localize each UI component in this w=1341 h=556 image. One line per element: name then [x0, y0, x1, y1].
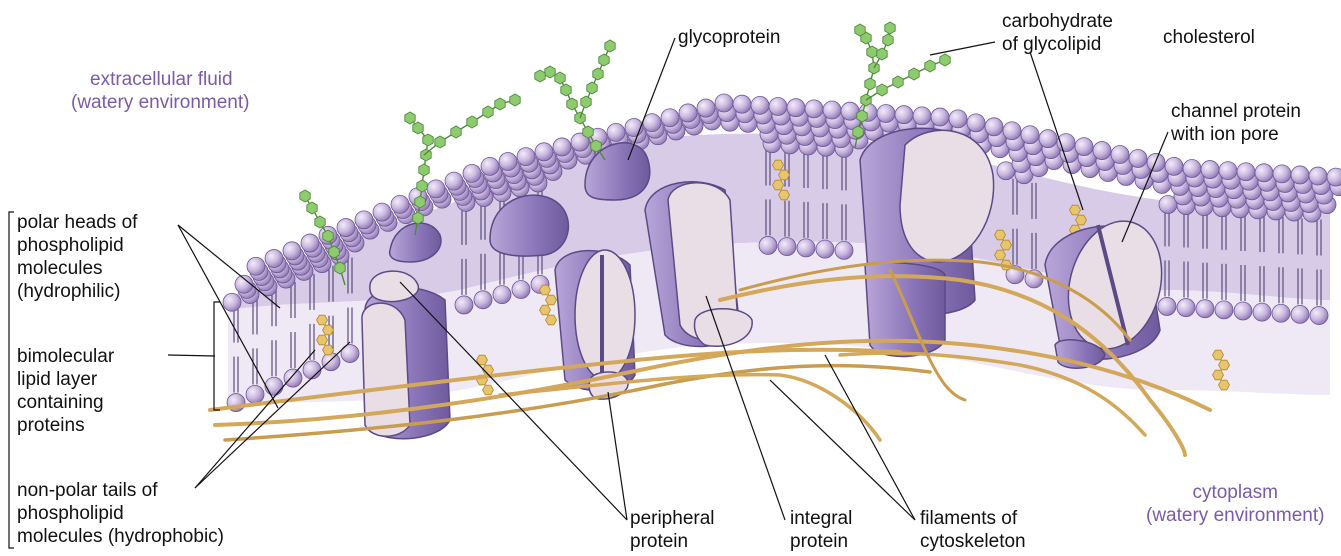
peripheral-protein-top [370, 271, 419, 302]
label-integral-protein: integral protein [790, 507, 852, 553]
leader-bimolecular [168, 355, 215, 356]
integral-protein-mid [555, 250, 635, 399]
label-glycoprotein: glycoprotein [678, 26, 780, 49]
label-carbohydrate-of-glycolipid: carbohydrate of glycolipid [1002, 10, 1113, 56]
label-non-polar-tails: non-polar tails of phospholipid molecule… [17, 479, 224, 548]
label-cytoplasm: cytoplasm (watery environment) [1146, 481, 1324, 527]
label-cholesterol: cholesterol [1163, 26, 1255, 49]
leader-filaments-2 [825, 355, 915, 520]
label-bimolecular-lipid-layer: bimolecular lipid layer containing prote… [17, 345, 114, 437]
bracket-lipid-labels [9, 212, 14, 548]
label-polar-heads: polar heads of phospholipid molecules (h… [17, 211, 137, 303]
leader-carbohydrate [930, 42, 995, 55]
label-extracellular-fluid: extracellular fluid (watery environment) [90, 68, 249, 114]
label-peripheral-protein: peripheral protein [630, 507, 715, 553]
leader-peripheral-2 [608, 392, 627, 520]
label-filaments-of-cytoskeleton: filaments of cytoskeleton [920, 507, 1026, 553]
label-channel-protein: channel protein with ion pore [1171, 100, 1301, 146]
